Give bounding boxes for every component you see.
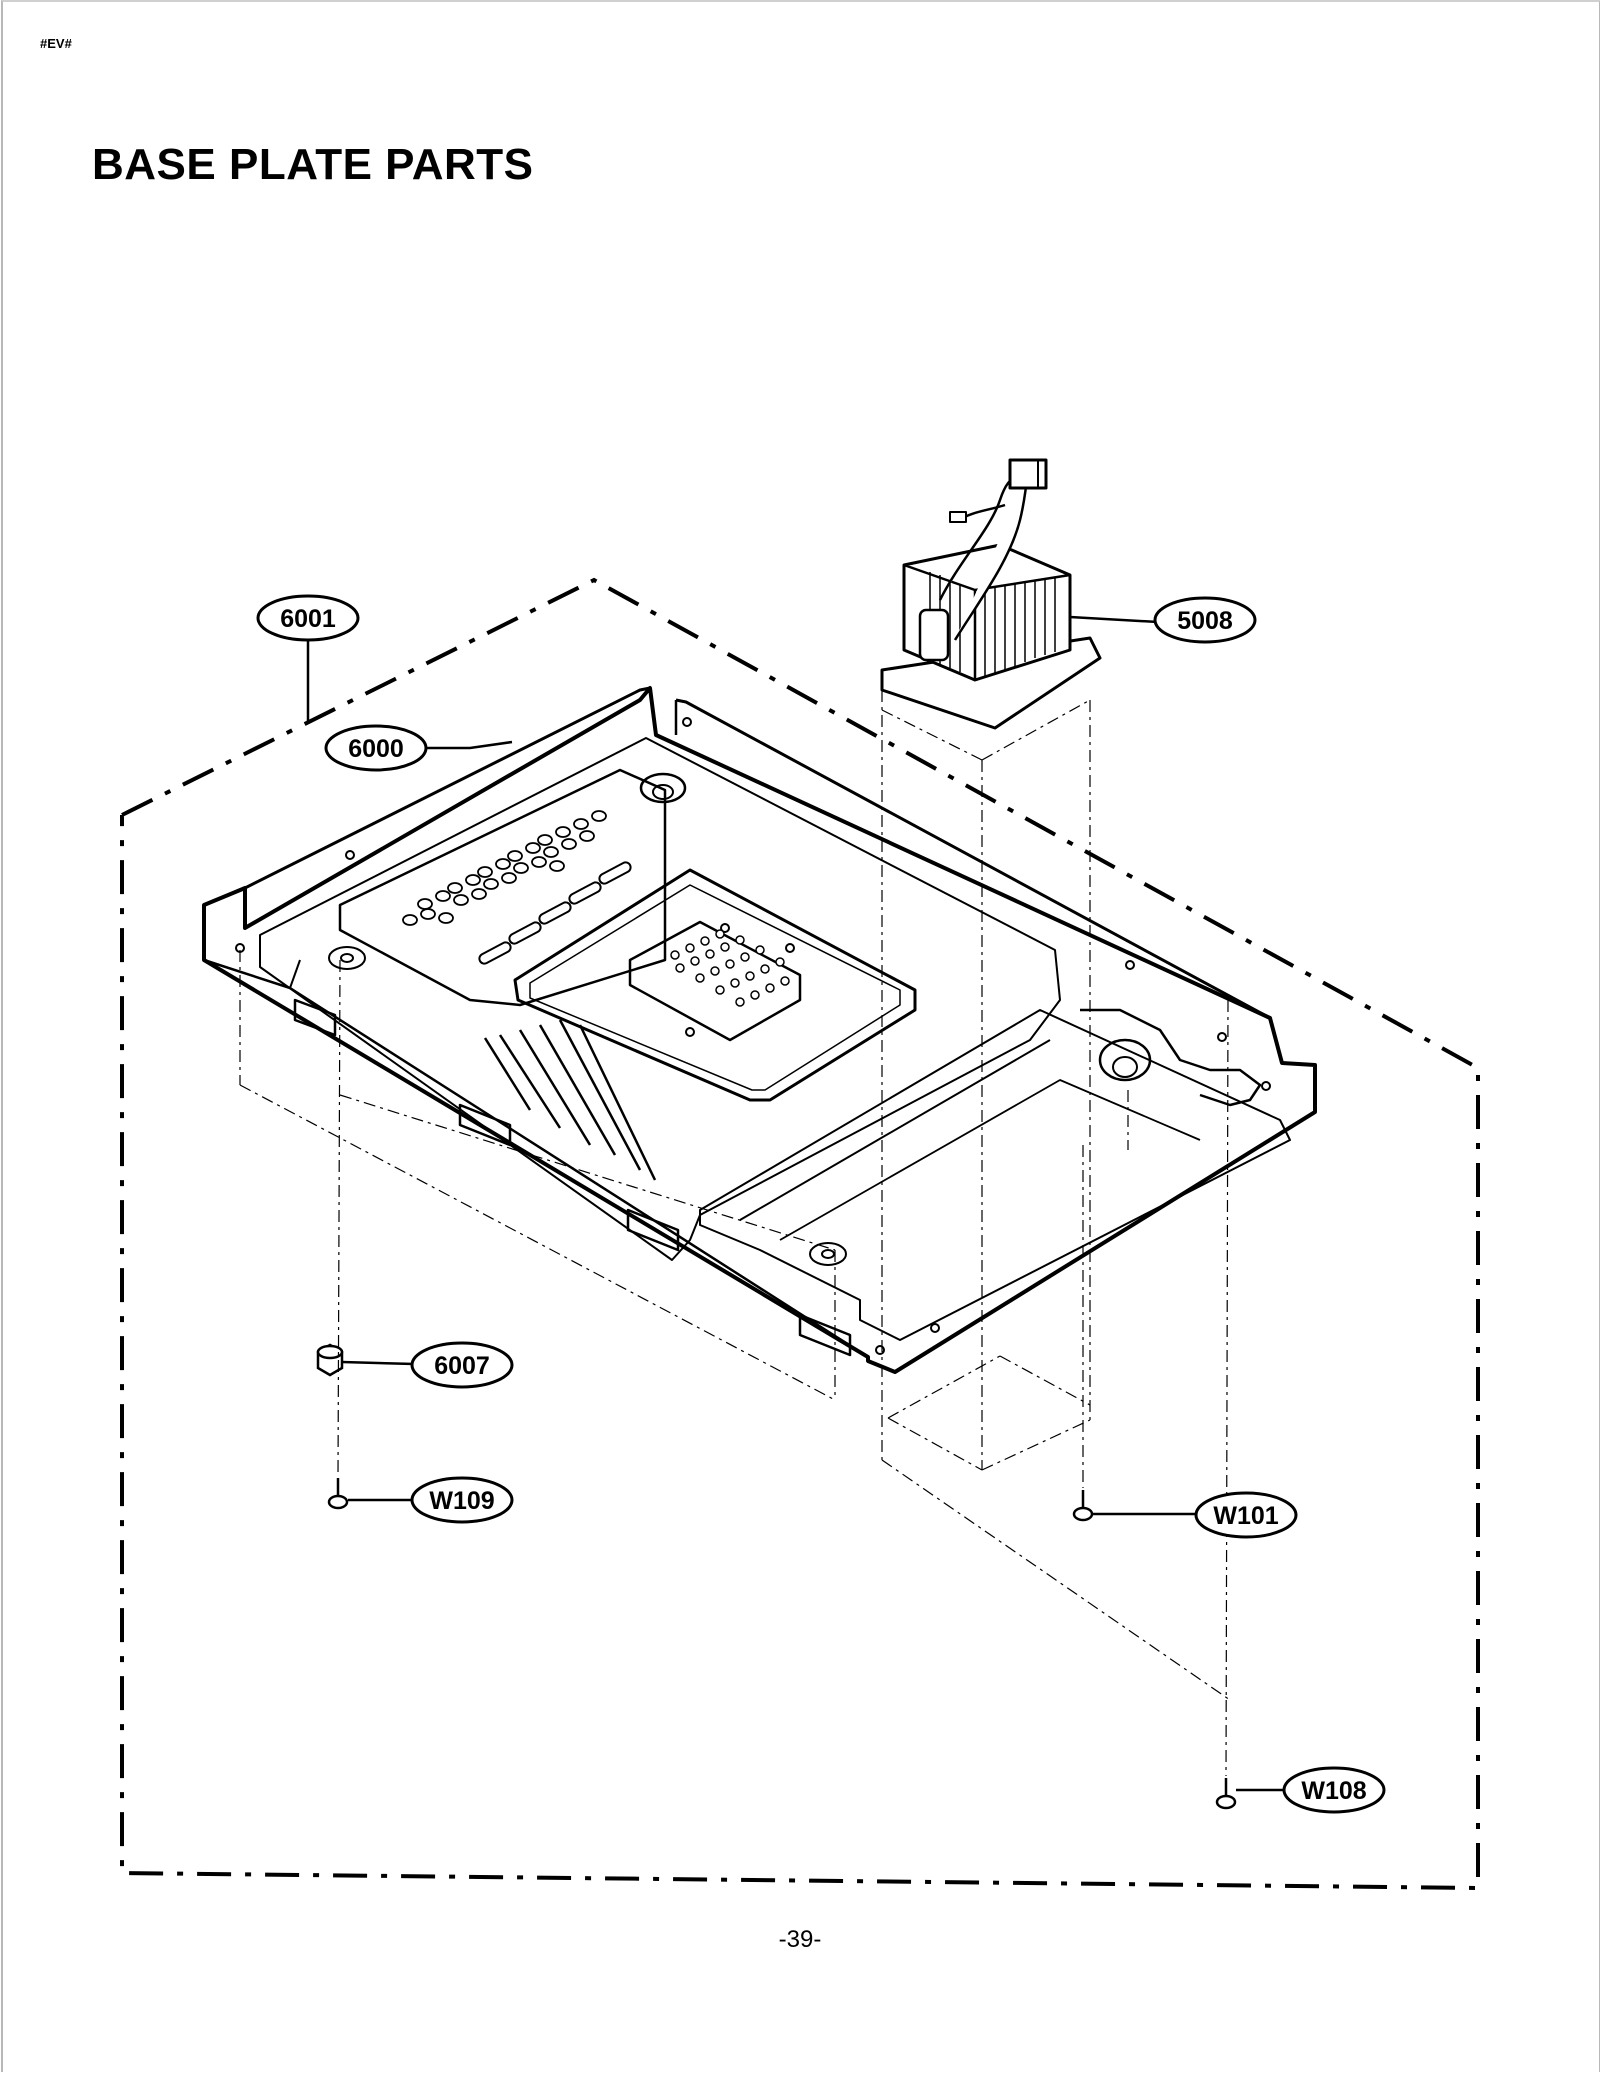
grille-holes [670,929,790,1007]
screw-w108 [1215,1778,1237,1810]
nut-6007 [316,1343,344,1377]
projection-lines [239,690,1231,1777]
callout-w109: W109 [410,1476,514,1524]
callout-6007-label: 6007 [434,1352,490,1380]
callout-w108-label: W108 [1301,1777,1366,1805]
callout-5008: 5008 [1153,596,1257,644]
callout-5008-label: 5008 [1177,607,1233,635]
screw-w101 [1072,1490,1094,1522]
callout-w101-label: W101 [1213,1502,1278,1530]
callout-6001-label: 6001 [280,605,336,633]
callout-w109-label: W109 [429,1487,494,1515]
callout-6000-label: 6000 [348,735,404,763]
transformer [880,458,1102,730]
callout-w108: W108 [1282,1766,1386,1814]
callout-6007: 6007 [410,1341,514,1389]
page-title: BASE PLATE PARTS [92,140,534,189]
callout-w101: W101 [1194,1491,1298,1539]
callout-6001: 6001 [256,594,360,642]
assembly-boundary [120,577,1480,1891]
model-code: #EV# [40,36,72,51]
callout-6000: 6000 [324,724,428,772]
side-louvers [483,1019,657,1181]
page-number: -39- [778,1926,822,1953]
vent-slots [478,861,632,965]
screw-w109 [327,1478,349,1510]
base-plate [202,686,1317,1374]
vent-holes [402,810,607,926]
